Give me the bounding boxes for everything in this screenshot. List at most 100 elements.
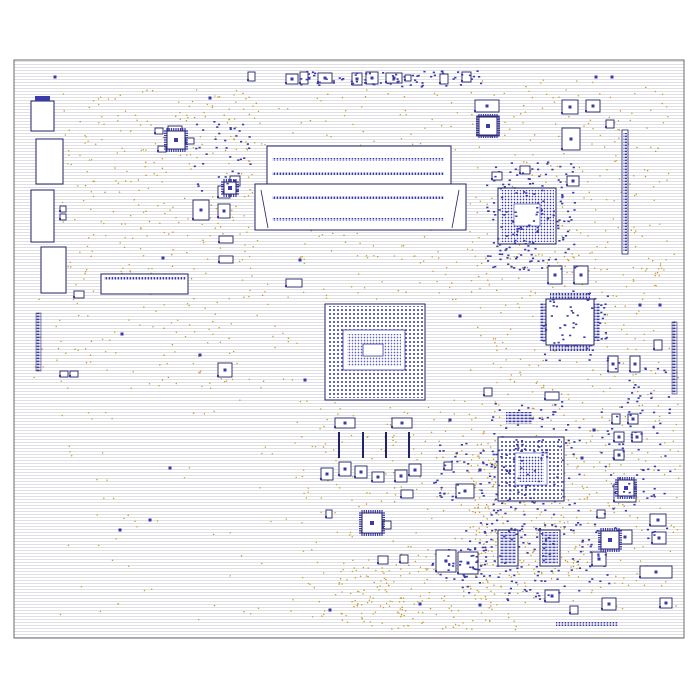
pin-pad [546, 456, 549, 458]
pin-pad [579, 523, 582, 526]
pin-pad [420, 85, 423, 88]
pin-pad [439, 492, 442, 494]
pin-pad [646, 497, 649, 499]
pin-pad [644, 367, 647, 370]
pin-pad [490, 514, 493, 516]
pin-pad [438, 450, 442, 452]
pin-pad [622, 443, 625, 445]
pin-pad [520, 467, 523, 469]
sata-ports[interactable] [497, 412, 561, 567]
cpu-socket[interactable] [324, 303, 426, 401]
smd-package [611, 413, 621, 425]
pin-pad [551, 524, 554, 526]
pin-pad [445, 85, 448, 87]
pin-pad [516, 424, 520, 426]
side-headers[interactable] [556, 129, 678, 626]
pin-pad [202, 162, 205, 165]
pin-pad [490, 546, 493, 548]
pin-pad [504, 512, 507, 515]
pin-pad [549, 300, 552, 303]
pin-pad [508, 498, 511, 501]
pin-pad [444, 559, 447, 562]
pin-pad [637, 386, 640, 388]
pin-pad [350, 80, 353, 83]
pin-pad [561, 195, 564, 197]
pin-pad [538, 594, 541, 597]
pin-pad [500, 196, 504, 199]
pin-pad [542, 555, 545, 557]
pin-pad [248, 147, 251, 150]
pin-pad [600, 311, 603, 314]
pin-pad [653, 495, 656, 498]
pin-pad [547, 594, 550, 597]
pin-pad [573, 209, 576, 211]
pin-pad [552, 513, 556, 516]
pin-pad [215, 146, 218, 149]
smd-package [627, 413, 639, 425]
pin-pad [665, 527, 669, 530]
pin-pad [572, 290, 575, 293]
pin-pad [574, 266, 577, 269]
pin-pad [604, 553, 607, 556]
pin-pad [507, 472, 511, 474]
pin-pad [515, 581, 518, 584]
pin-pad [463, 461, 466, 463]
pin-pad [600, 304, 603, 306]
pin-pad [395, 73, 398, 76]
pin-pad [483, 575, 486, 577]
pin-pad [481, 546, 484, 549]
smd-package [334, 417, 356, 429]
pin-pad [525, 590, 528, 593]
pin-pad [639, 412, 642, 415]
pin-pad [524, 534, 527, 536]
pin-pad [491, 419, 494, 422]
pin-pad [494, 498, 497, 501]
pin-pad [521, 525, 524, 528]
pin-pad [494, 175, 497, 178]
pin-pad [606, 357, 610, 360]
pin-pad [491, 450, 494, 453]
pin-pad [609, 474, 613, 476]
pin-pad [572, 453, 575, 456]
pin-pad [589, 545, 592, 548]
pin-pad [389, 83, 392, 85]
pin-pad [512, 221, 515, 223]
pin-pad [494, 166, 498, 169]
pin-pad [455, 452, 459, 454]
pin-pad [484, 549, 488, 551]
smd-package [217, 203, 231, 219]
pin-pad [246, 143, 249, 145]
pin-pad [500, 455, 503, 458]
pin-pad [557, 341, 560, 344]
pin-pad [554, 404, 557, 406]
pin-pad [541, 532, 544, 535]
right-mid-qfp[interactable] [540, 293, 600, 351]
pin-pad [494, 265, 497, 268]
pin-pad [583, 336, 586, 338]
smd-package [544, 589, 560, 603]
io-header[interactable] [30, 96, 67, 372]
pin-pad [600, 411, 603, 414]
pin-pad [529, 260, 532, 263]
pin-pad [570, 163, 573, 165]
pch-bga[interactable] [497, 436, 565, 502]
pin-pad [508, 592, 511, 594]
pin-pad [541, 185, 544, 187]
pin-pad [595, 531, 598, 534]
pin-pad [507, 254, 510, 257]
pin-pad [475, 576, 478, 579]
pin-pad [652, 426, 655, 429]
pin-pad [576, 314, 579, 317]
pin-pad [503, 535, 506, 538]
pin-pad [500, 226, 503, 228]
pin-pad [218, 132, 221, 135]
north-bga[interactable] [497, 187, 557, 245]
pin-pad [614, 491, 617, 494]
pin-pad [573, 502, 576, 505]
pin-pad [563, 533, 566, 535]
pin-pad [492, 266, 495, 269]
pin-pad [229, 186, 232, 188]
pin-pad [469, 549, 472, 551]
dimm-slot[interactable] [254, 145, 467, 231]
usb-ports[interactable] [100, 273, 189, 295]
